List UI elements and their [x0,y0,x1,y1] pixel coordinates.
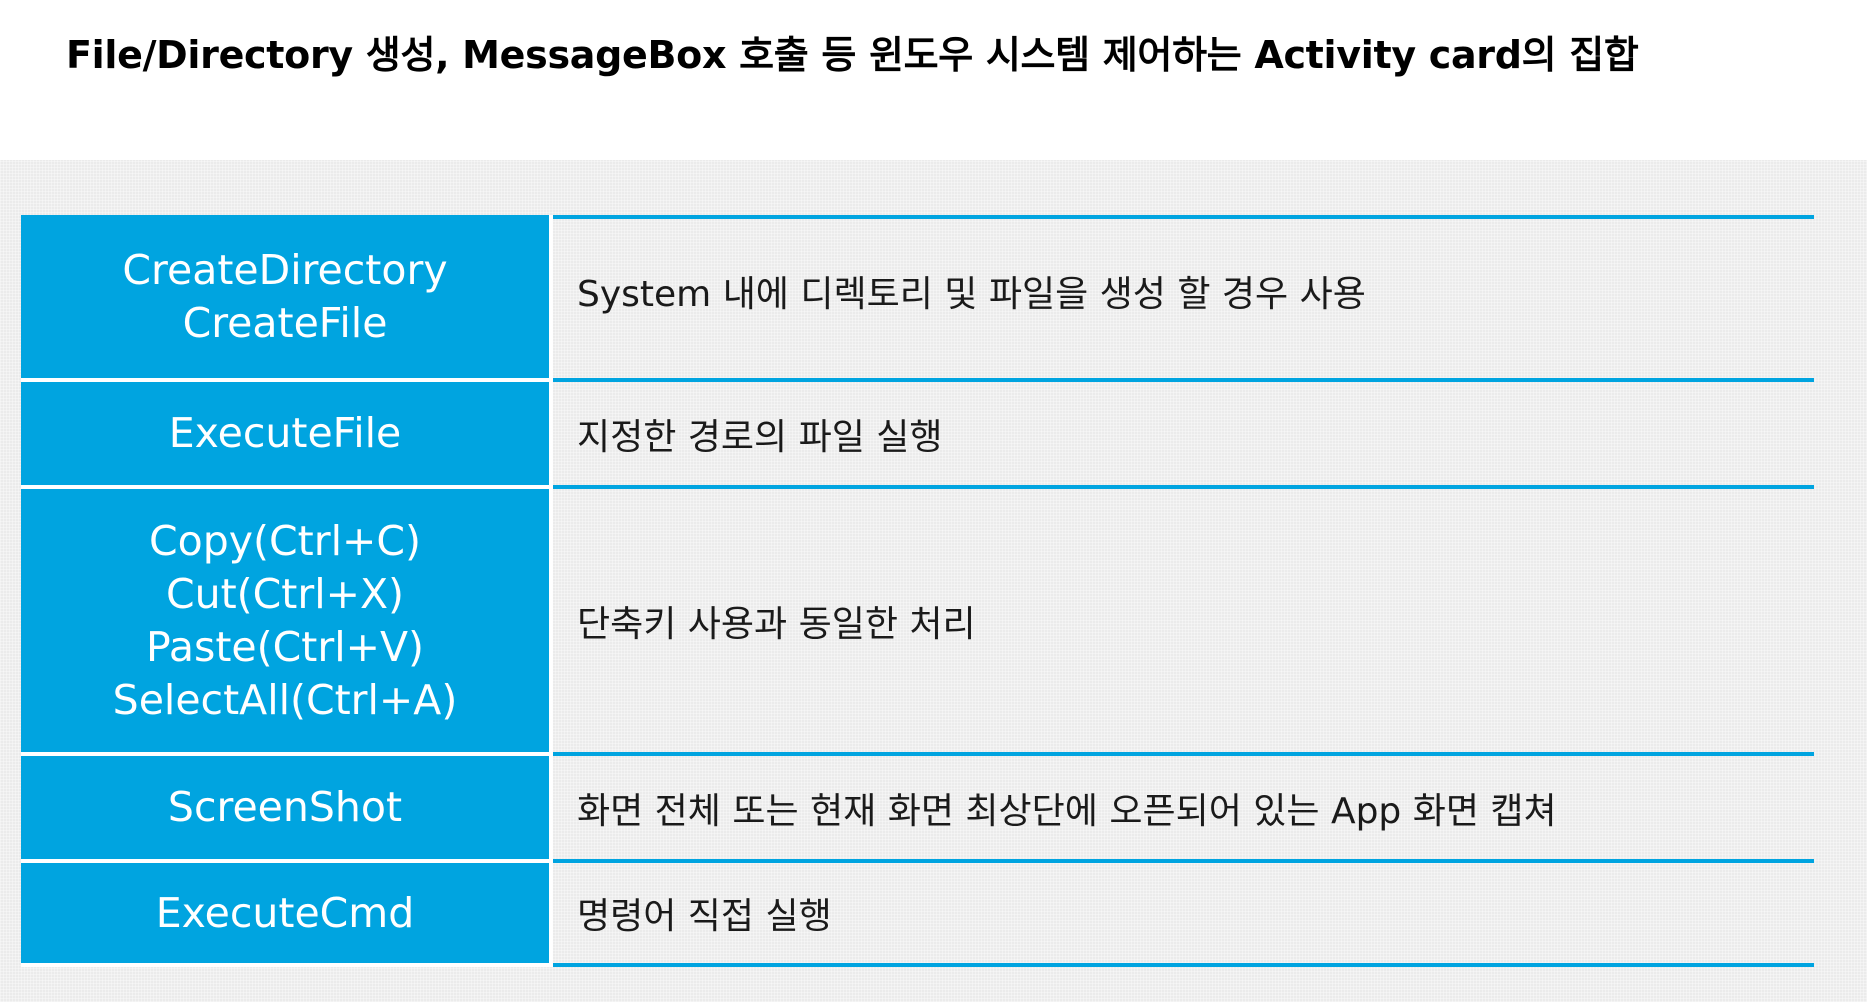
activity-name-cell: CreateDirectory CreateFile [21,215,553,378]
activity-name: Copy(Ctrl+C) [149,516,421,565]
activity-name-cell: ExecuteFile [21,378,553,485]
activity-name: ScreenShot [167,783,403,831]
activity-description: 지정한 경로의 파일 실행 [553,378,1814,485]
activity-description: 화면 전체 또는 현재 화면 최상단에 오픈되어 있는 App 화면 캡쳐 [553,752,1814,859]
table-row: ScreenShot 화면 전체 또는 현재 화면 최상단에 오픈되어 있는 A… [21,752,1814,859]
activity-name: Paste(Ctrl+V) [145,622,424,671]
table-row: Copy(Ctrl+C) Cut(Ctrl+X) Paste(Ctrl+V) S… [21,485,1814,752]
activity-description: System 내에 디렉토리 및 파일을 생성 할 경우 사용 [553,215,1814,378]
activity-description: 단축키 사용과 동일한 처리 [553,485,1814,752]
page-title: File/Directory 생성, MessageBox 호출 등 윈도우 시… [66,33,1639,77]
activity-name-cell: Copy(Ctrl+C) Cut(Ctrl+X) Paste(Ctrl+V) S… [21,485,553,752]
activity-table: CreateDirectory CreateFile System 내에 디렉토… [21,215,1814,967]
activity-name: CreateDirectory [122,245,448,294]
activity-name: ExecuteFile [168,409,402,457]
activity-name: SelectAll(Ctrl+A) [112,675,458,724]
activity-description: 명령어 직접 실행 [553,859,1814,967]
activity-name: ExecuteCmd [155,888,415,937]
activity-name: Cut(Ctrl+X) [165,569,405,618]
table-row: ExecuteFile 지정한 경로의 파일 실행 [21,378,1814,485]
table-row: ExecuteCmd 명령어 직접 실행 [21,859,1814,967]
activity-name: CreateFile [182,298,388,347]
activity-name-cell: ExecuteCmd [21,859,553,967]
activity-name-cell: ScreenShot [21,752,553,859]
table-row: CreateDirectory CreateFile System 내에 디렉토… [21,215,1814,378]
